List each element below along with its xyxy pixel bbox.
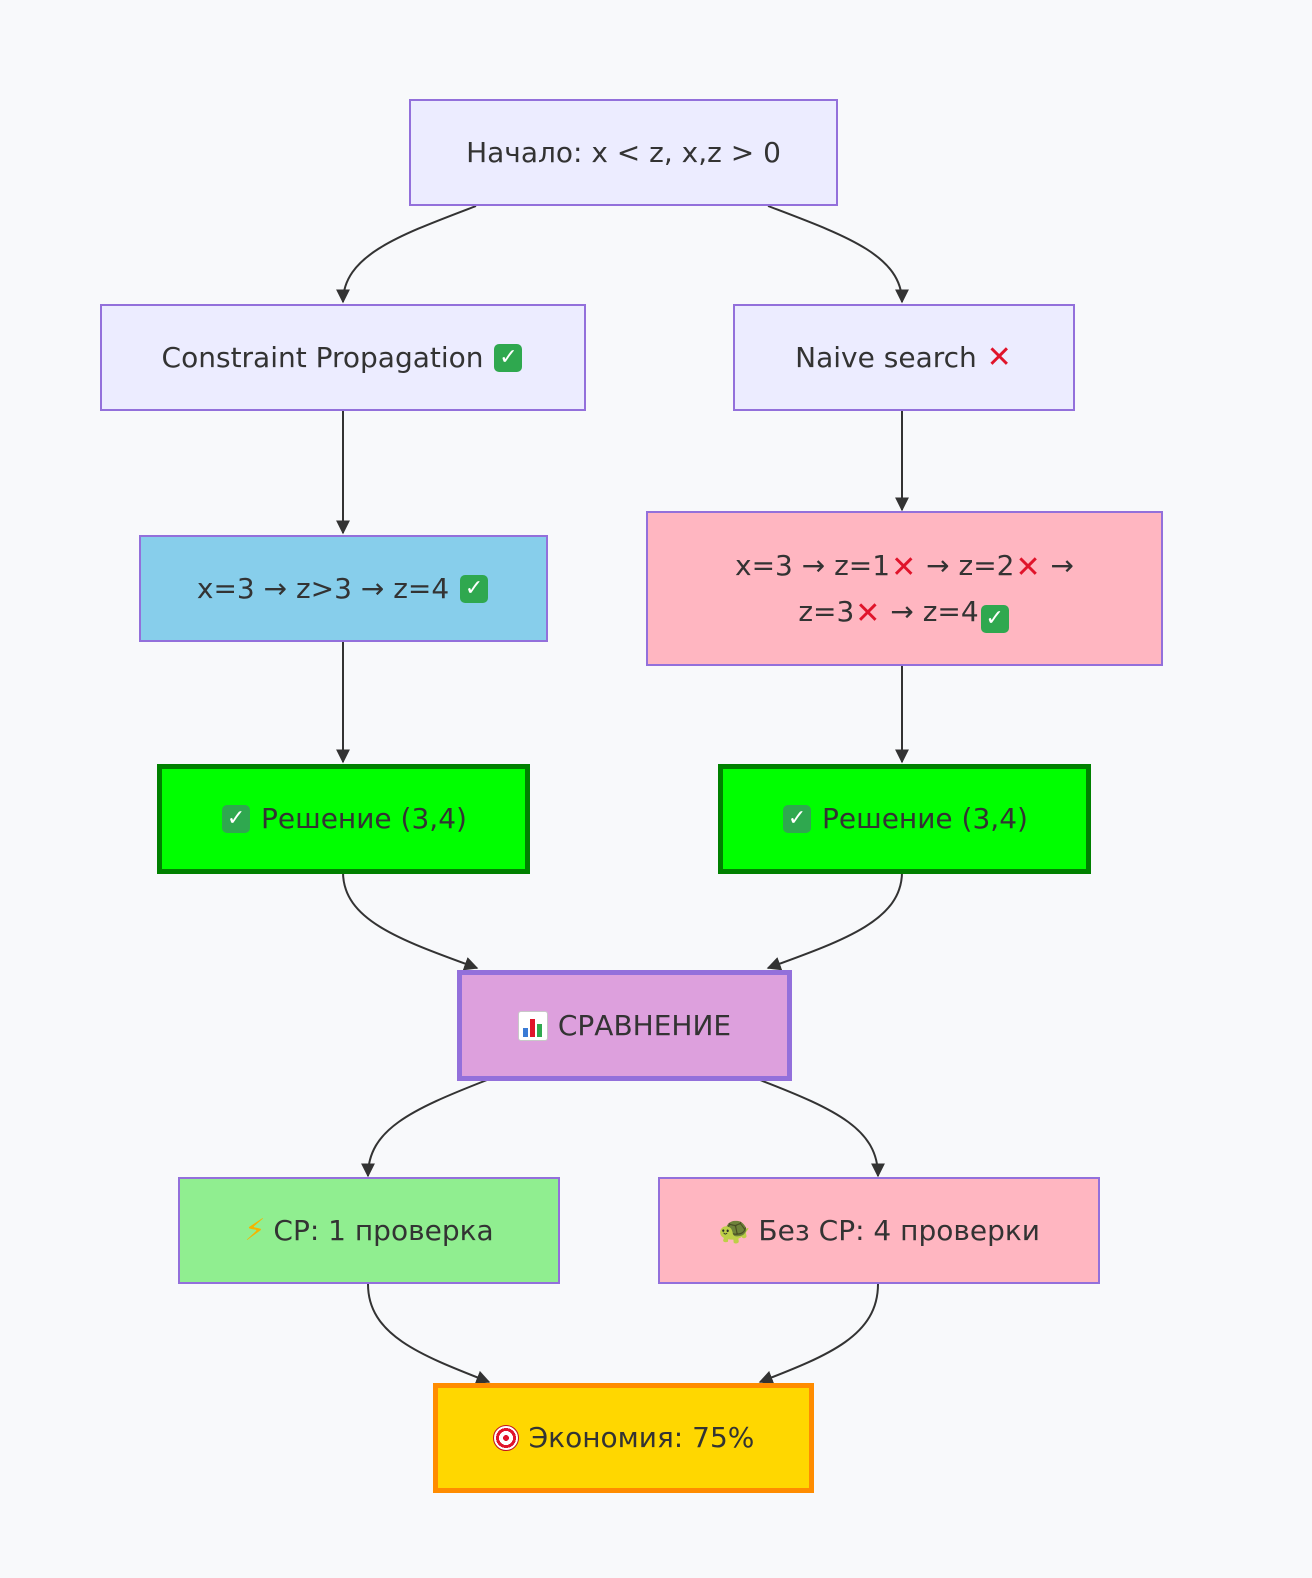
naive-steps-part-d: z=3 (798, 594, 855, 628)
comparison-label: СРАВНЕНИЕ (557, 1008, 732, 1042)
edge-nocpchecks-savings (758, 1283, 879, 1384)
solution-right-label: Решение (3,4) (821, 802, 1028, 835)
bar-chart-icon (517, 1010, 548, 1041)
cp-steps-label: x=3 → z>3 → z=4 (196, 571, 450, 605)
cp-steps-node: x=3 → z>3 → z=4 ✓ (139, 535, 548, 642)
check-icon: ✓ (222, 805, 251, 833)
savings-label: Экономия: 75% (528, 1421, 755, 1454)
solution-right-node: ✓ Решение (3,4) (718, 764, 1091, 874)
naive-steps-part-a: x=3 → z=1 (735, 548, 891, 582)
check-icon: ✓ (980, 604, 1009, 633)
edge-compare-nocpchecks (759, 1079, 885, 1178)
edge-compare-cpchecks (361, 1079, 488, 1178)
naive-steps-node: x=3 → z=1✕ → z=2✕ → z=3✕ → z=4✓ (646, 511, 1163, 666)
solution-left-node: ✓ Решение (3,4) (157, 764, 530, 874)
constraint-propagation-node: Constraint Propagation ✓ (100, 304, 586, 411)
edge-start-cp (336, 205, 477, 304)
edge-start-naive (767, 205, 909, 304)
edge-solright-compare (766, 871, 903, 971)
start-node: Начало: x < z, x,z > 0 (409, 99, 838, 206)
cp-checks-label: CP: 1 проверка (273, 1213, 494, 1247)
no-cp-checks-label: Без CP: 4 проверки (758, 1213, 1040, 1247)
check-icon: ✓ (783, 805, 812, 833)
naive-steps-part-e: → z=4 (881, 594, 979, 628)
comparison-node: СРАВНЕНИЕ (457, 970, 792, 1081)
savings-node: Экономия: 75% (433, 1383, 814, 1493)
cp-checks-node: ⚡CP: 1 проверка (178, 1177, 560, 1284)
naive-label: Naive search (795, 340, 977, 374)
solution-left-label: Решение (3,4) (260, 802, 467, 835)
cp-label: Constraint Propagation (161, 340, 484, 374)
cross-icon: ✕ (986, 339, 1012, 375)
cross-icon: ✕ (855, 595, 881, 631)
check-icon: ✓ (460, 574, 489, 603)
no-cp-checks-node: 🐢Без CP: 4 проверки (658, 1177, 1100, 1284)
cross-icon: ✕ (1015, 549, 1041, 585)
target-icon (492, 1425, 519, 1451)
lightning-icon: ⚡ (244, 1212, 266, 1248)
naive-steps-text: x=3 → z=1✕ → z=2✕ → z=3✕ → z=4✓ (735, 543, 1074, 635)
naive-search-node: Naive search ✕ (733, 304, 1075, 411)
turtle-icon: 🐢 (718, 1215, 751, 1246)
naive-steps-part-c: → (1041, 548, 1074, 582)
cross-icon: ✕ (891, 549, 917, 585)
naive-steps-part-b: → z=2 (917, 548, 1015, 582)
edge-cpchecks-savings (367, 1283, 491, 1384)
edge-solleft-compare (342, 871, 479, 971)
start-label: Начало: x < z, x,z > 0 (466, 135, 781, 169)
check-icon: ✓ (494, 343, 523, 372)
